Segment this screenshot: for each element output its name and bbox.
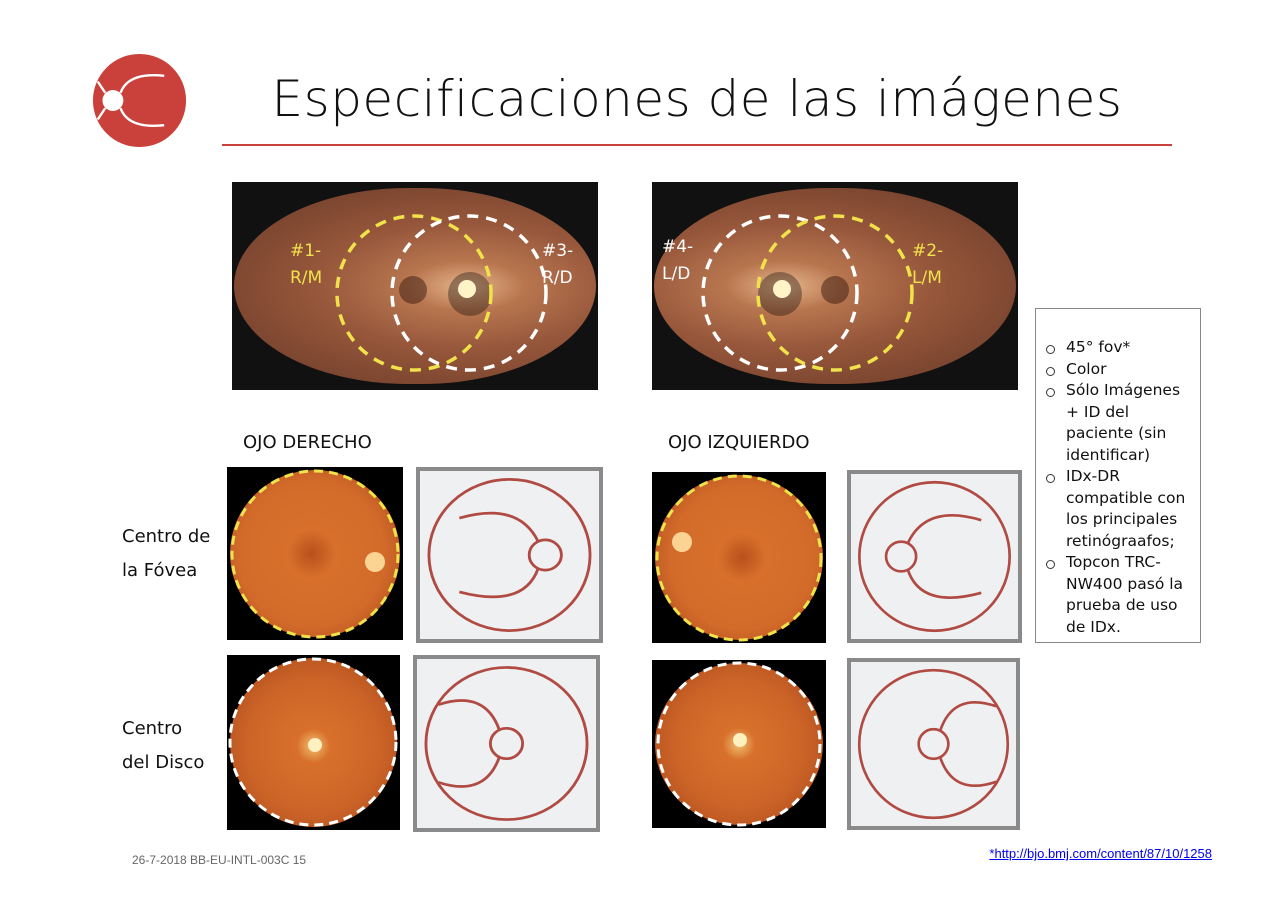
fundus-overlay: [335, 214, 548, 372]
spec-item: Color: [1044, 359, 1194, 381]
title-divider: [222, 144, 1172, 146]
spec-item: IDx-DR compatible con los principales re…: [1044, 466, 1194, 552]
reference-link[interactable]: *http://bjo.bmj.com/content/87/10/1258: [989, 846, 1212, 861]
page-title: Especificaciones de las imágenes: [271, 70, 1123, 128]
fundus-left-disc: [652, 660, 826, 828]
fundus-right-disc: [227, 655, 400, 830]
specs-box: 45° fov* Color Sólo Imágenes + ID del pa…: [1035, 308, 1201, 643]
diagram-left-fovea: [847, 470, 1022, 643]
label-4-ld: #4- L/D: [662, 237, 694, 284]
fundus-overlay: [701, 214, 914, 372]
label-3-rd: #3- R/D: [542, 241, 574, 288]
wide-fundus-right-eye: #1- R/M #3- R/D: [232, 182, 598, 390]
column-header-right-eye: OJO DERECHO: [243, 432, 372, 453]
logo: [92, 53, 187, 148]
spec-item: Topcon TRC-NW400 pasó la prueba de uso d…: [1044, 552, 1194, 638]
spec-item: 45° fov*: [1044, 337, 1194, 359]
diagram-right-fovea: [416, 467, 603, 643]
column-header-left-eye: OJO IZQUIERDO: [668, 432, 810, 453]
fundus-left-fovea: [652, 472, 826, 643]
label-2-lm: #2- L/M: [912, 241, 944, 288]
wide-fundus-left-eye: #4- L/D #2- L/M: [652, 182, 1018, 390]
row-label-fovea: Centro de la Fóvea: [122, 526, 211, 581]
spec-item: Sólo Imágenes + ID del paciente (sin ide…: [1044, 380, 1194, 466]
diagram-left-disc: [847, 658, 1020, 830]
eye-logo-icon: [92, 53, 187, 148]
label-1-rm: #1- R/M: [290, 241, 323, 288]
row-label-disc: Centro del Disco: [122, 718, 205, 773]
footer-code: 26-7-2018 BB-EU-INTL-003C 15: [132, 853, 307, 867]
diagram-right-disc: [413, 655, 600, 832]
fundus-right-fovea: [227, 467, 403, 640]
